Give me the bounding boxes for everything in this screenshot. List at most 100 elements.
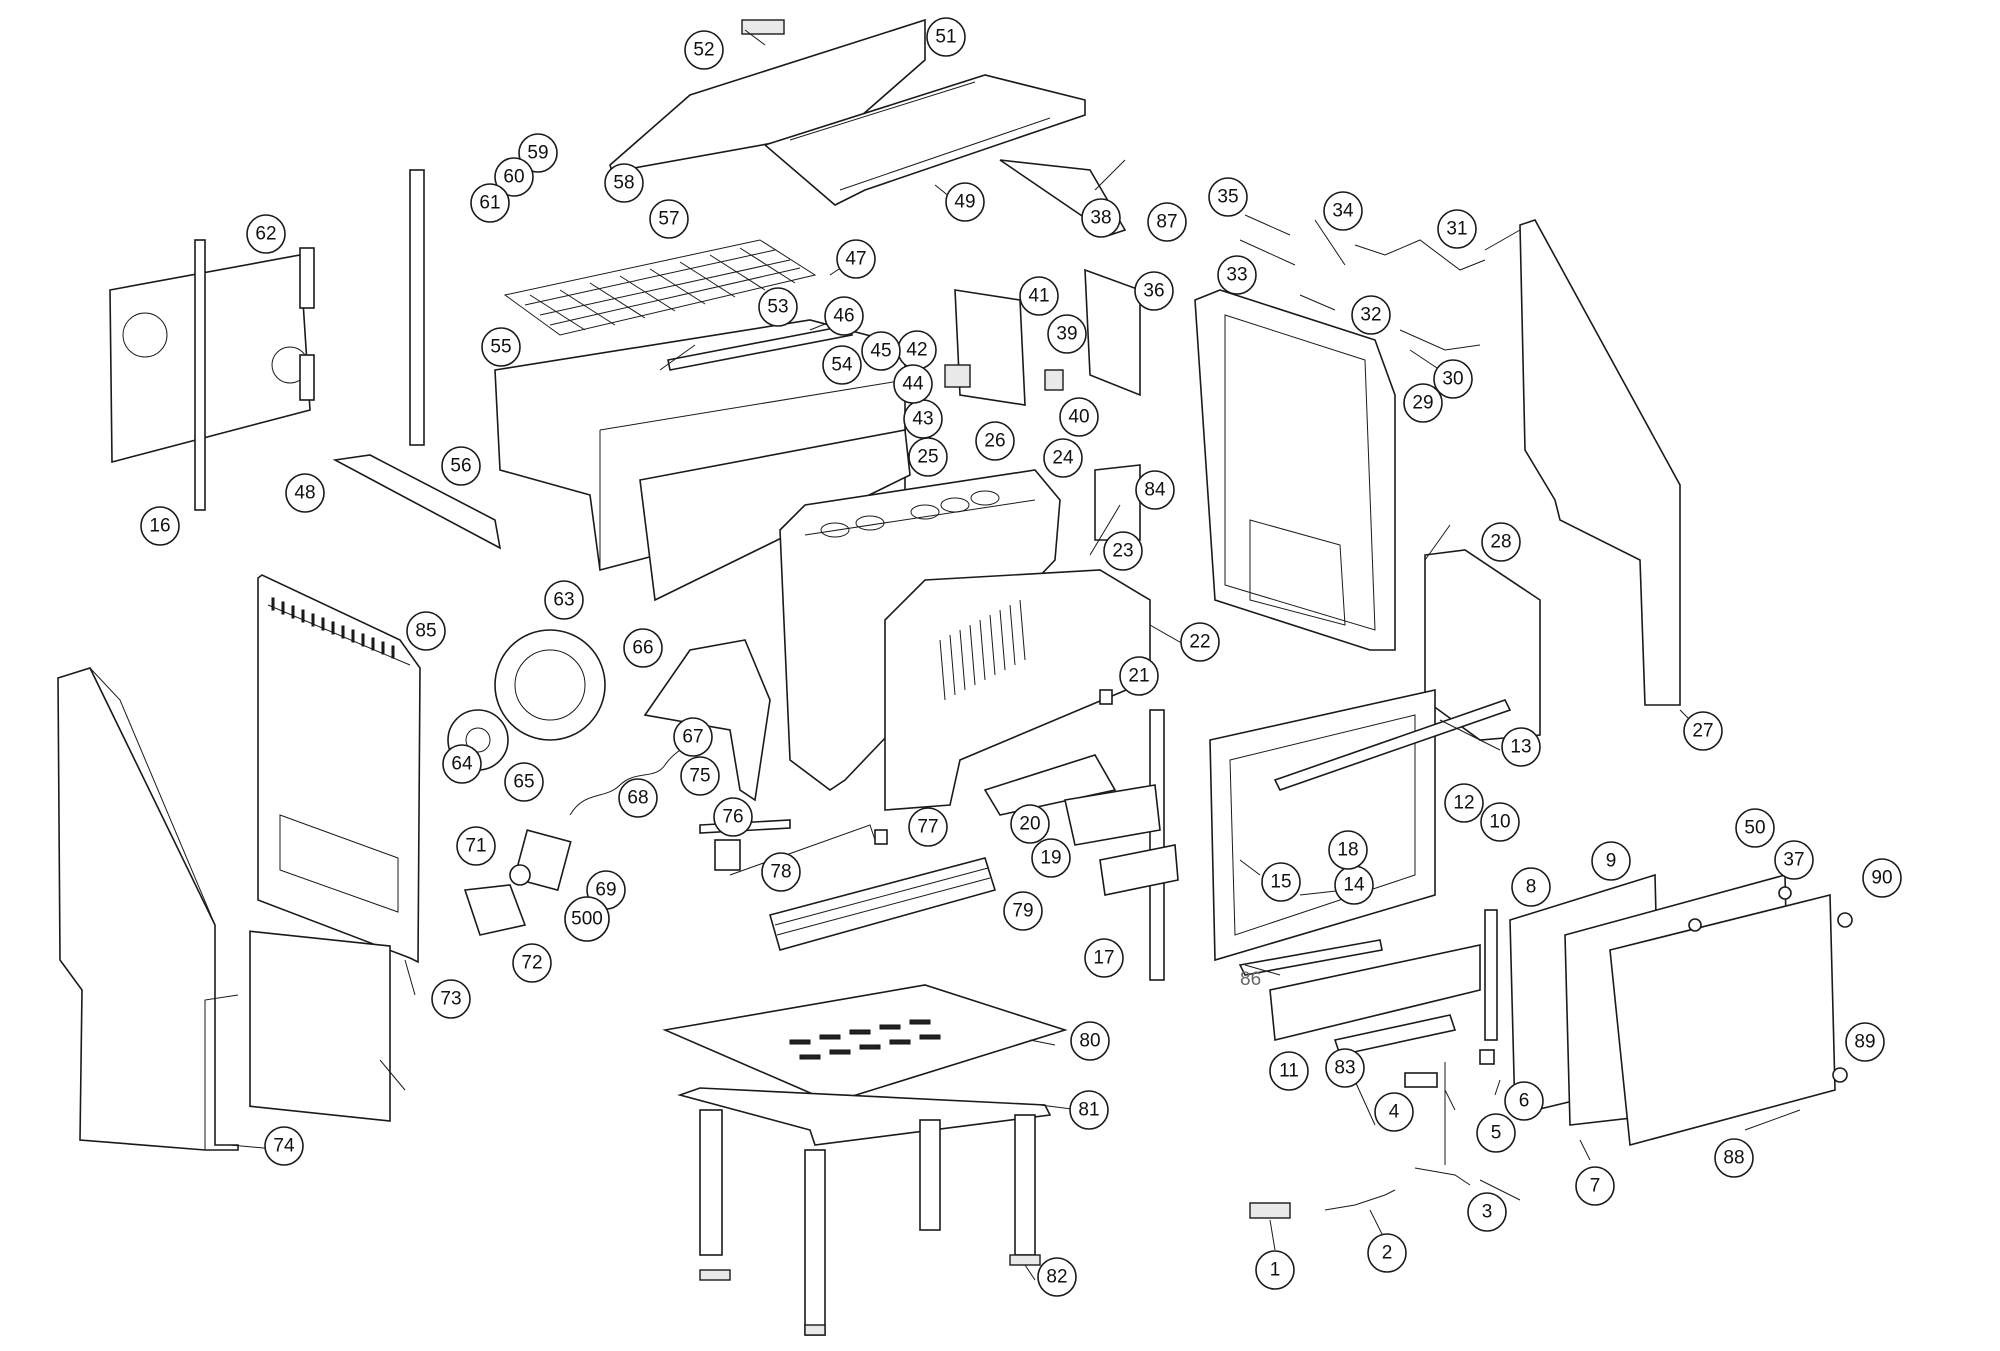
callout-64: 64 (442, 744, 482, 784)
callout-60: 60 (494, 157, 534, 197)
callout-24-number: 24 (1052, 448, 1074, 469)
callout-47: 47 (836, 239, 876, 279)
lower-left-plate (249, 930, 391, 1122)
callout-82: 82 (1037, 1257, 1077, 1297)
callout-62: 62 (246, 214, 286, 254)
wire-32 (1299, 294, 1336, 311)
bottom-trim (1269, 944, 1481, 1041)
callout-76-number: 76 (722, 807, 743, 828)
cover-84 (1094, 464, 1141, 541)
part-2-tool (1324, 1189, 1396, 1211)
burn-pot-bracket (983, 754, 1117, 816)
auger-motor (463, 884, 527, 936)
callout-63: 63 (544, 580, 584, 620)
callout-2: 2 (1367, 1233, 1407, 1273)
callout-500-number: 500 (571, 909, 603, 930)
callout-19-number: 19 (1040, 848, 1061, 869)
callout-44-number: 44 (902, 374, 924, 395)
callout-87: 87 (1147, 202, 1187, 242)
callout-32: 32 (1351, 295, 1391, 335)
callout-1: 1 (1255, 1250, 1295, 1290)
leader-lines (229, 29, 1801, 1281)
callout-59: 59 (518, 133, 558, 173)
callout-57: 57 (649, 199, 689, 239)
callout-11: 11 (1269, 1051, 1309, 1091)
part-1-handle (1249, 1202, 1291, 1219)
callout-54-number: 54 (831, 355, 853, 376)
ignitor-rod (729, 824, 876, 876)
wiring-harness-31 (1354, 239, 1486, 271)
callout-39-number: 39 (1056, 324, 1077, 345)
callout-40: 40 (1059, 397, 1099, 437)
callout-43: 43 (903, 399, 943, 439)
callout-36-number: 36 (1143, 281, 1164, 302)
switch-42 (944, 364, 971, 388)
pedestal-stand (677, 1087, 1052, 1336)
callout-80: 80 (1070, 1021, 1110, 1061)
callout-51: 51 (926, 17, 966, 57)
callout-89-number: 89 (1854, 1032, 1875, 1053)
door-frame-13 (1209, 689, 1512, 962)
callout-4-number: 4 (1389, 1102, 1400, 1123)
feed-chute (643, 639, 771, 802)
callout-22-number: 22 (1189, 632, 1210, 653)
wire-35 (1244, 214, 1291, 236)
callout-31-number: 31 (1446, 219, 1467, 240)
ash-tray (1064, 784, 1161, 846)
vertical-bracket-left (194, 239, 206, 511)
callout-27: 27 (1683, 711, 1723, 751)
callout-85-number: 85 (415, 621, 436, 642)
callout-52-number: 52 (693, 40, 714, 61)
callout-bubbles: 1234567891011121314151617181920212223242… (140, 17, 1902, 1297)
callout-88-number: 88 (1723, 1148, 1744, 1169)
callout-34: 34 (1323, 191, 1363, 231)
callout-29-number: 29 (1412, 393, 1433, 414)
callout-88: 88 (1714, 1138, 1754, 1178)
callout-76: 76 (713, 797, 753, 837)
clip-77 (874, 829, 888, 845)
callout-50: 50 (1735, 808, 1775, 848)
callout-28-number: 28 (1490, 532, 1511, 553)
bracket-21 (1099, 689, 1113, 705)
callout-73-number: 73 (440, 989, 461, 1010)
callout-59-number: 59 (527, 143, 548, 164)
callout-22: 22 (1180, 622, 1220, 662)
callout-41-number: 41 (1028, 286, 1049, 307)
callout-16: 16 (140, 506, 180, 546)
top-grille (763, 74, 1086, 206)
callout-49-number: 49 (954, 192, 975, 213)
base-pan (662, 984, 1068, 1110)
callout-33-number: 33 (1226, 265, 1247, 286)
callout-46-number: 46 (833, 306, 854, 327)
callout-9: 9 (1591, 841, 1631, 881)
callout-53: 53 (758, 287, 798, 327)
callout-9-number: 9 (1606, 851, 1617, 872)
callout-35-number: 35 (1217, 187, 1238, 208)
callout-60-number: 60 (503, 167, 524, 188)
hopper-baffle (639, 429, 911, 602)
callout-77-number: 77 (917, 817, 938, 838)
callout-48-number: 48 (294, 483, 315, 504)
callout-48: 48 (285, 473, 325, 513)
callout-72-number: 72 (521, 953, 542, 974)
callout-75: 75 (680, 756, 720, 796)
callout-10: 10 (1480, 802, 1520, 842)
callout-81-number: 81 (1078, 1100, 1099, 1121)
callout-58-number: 58 (613, 173, 634, 194)
callout-18-number: 18 (1337, 840, 1358, 861)
callout-57-number: 57 (658, 209, 679, 230)
callout-42-number: 42 (906, 340, 927, 361)
callout-20-number: 20 (1019, 814, 1040, 835)
wire-34 (1314, 219, 1346, 266)
callout-14-number: 14 (1343, 875, 1365, 896)
callout-13: 13 (1501, 727, 1541, 767)
callout-78: 78 (761, 852, 801, 892)
callout-56-number: 56 (450, 456, 471, 477)
callout-61-number: 61 (479, 193, 500, 214)
callout-38: 38 (1081, 198, 1121, 238)
callout-7: 7 (1575, 1166, 1615, 1206)
callout-30: 30 (1433, 359, 1473, 399)
callout-6: 6 (1504, 1081, 1544, 1121)
callout-64-number: 64 (451, 754, 473, 775)
callout-45-number: 45 (870, 341, 891, 362)
